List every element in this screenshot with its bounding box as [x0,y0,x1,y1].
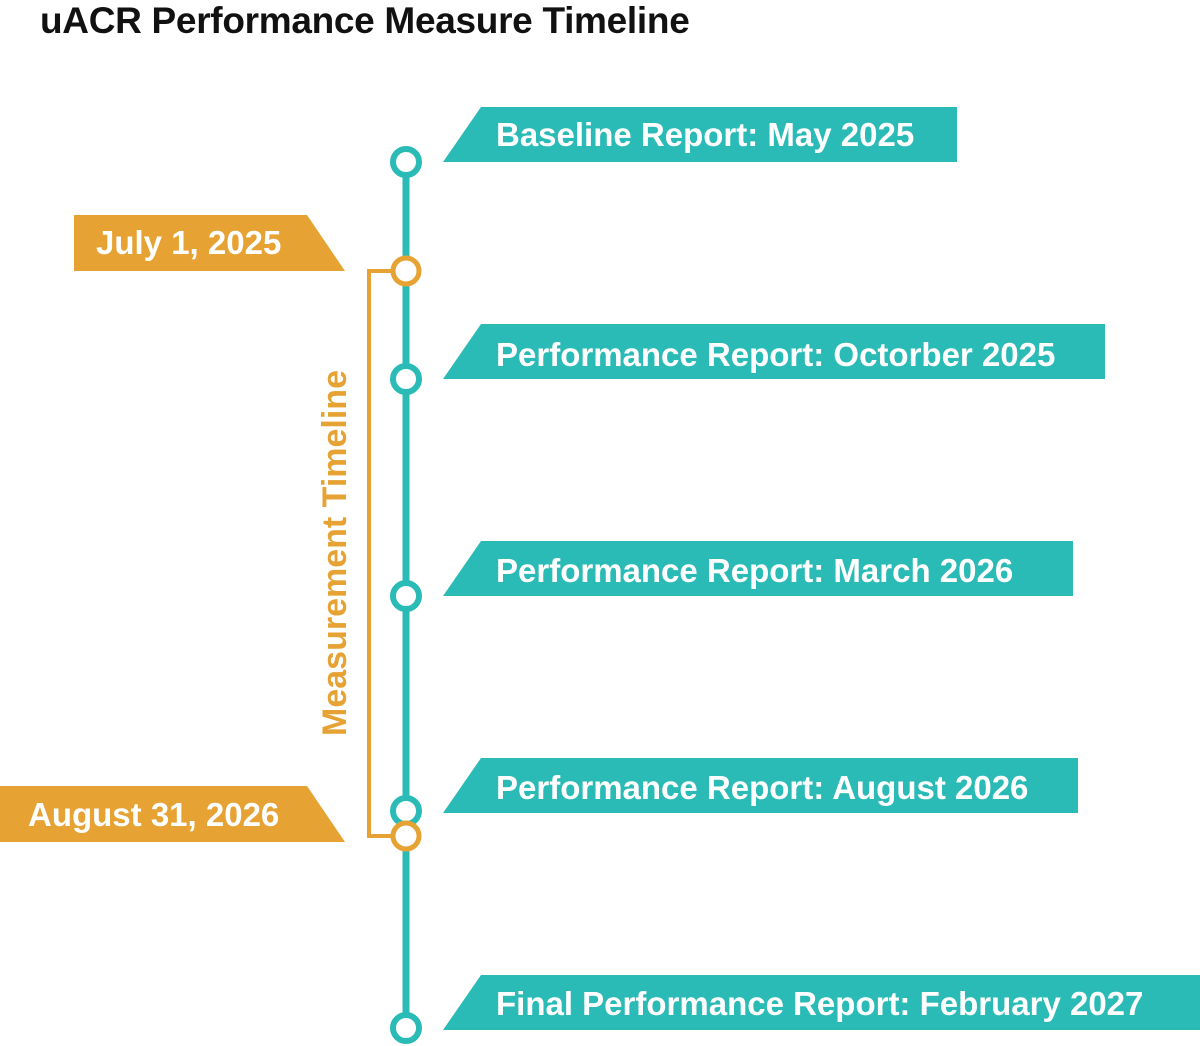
report-label: Baseline Report: May 2025 [496,116,914,153]
report-label: Performance Report: Octorber 2025 [496,336,1055,373]
report-label: Performance Report: August 2026 [496,769,1028,806]
measurement-start-marker [390,255,422,287]
page-title: uACR Performance Measure Timeline [40,0,690,41]
milestone-marker [390,1012,422,1044]
report-banner: Performance Report: August 2026 [443,758,1078,813]
milestone-marker [390,580,422,612]
milestone-marker [390,795,422,827]
end-date-label: August 31, 2026 [28,796,279,833]
milestone-marker [390,146,422,178]
report-label: Performance Report: March 2026 [496,552,1013,589]
measurement-bracket [367,269,393,838]
start-date-label: July 1, 2025 [96,224,281,261]
measurement-end-marker [390,820,422,852]
milestone-marker [390,363,422,395]
report-banner: Performance Report: Octorber 2025 [443,324,1105,379]
report-banner: Baseline Report: May 2025 [443,107,957,162]
report-banner: Performance Report: March 2026 [443,541,1073,596]
measurement-timeline-label: Measurement Timeline [316,370,354,736]
report-banner: Final Performance Report: February 2027 [443,975,1200,1030]
end-date-tag: August 31, 2026 [0,786,345,842]
report-label: Final Performance Report: February 2027 [496,985,1143,1022]
start-date-tag: July 1, 2025 [74,215,345,271]
